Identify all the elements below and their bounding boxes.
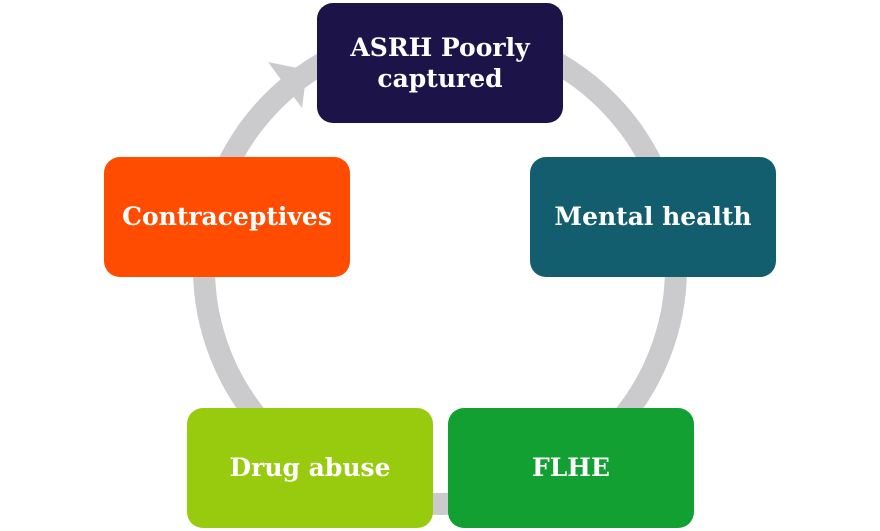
node-mental-health: Mental health (530, 157, 776, 277)
node-asrh-poorly-captured: ASRH Poorly captured (317, 3, 563, 123)
node-drug-abuse: Drug abuse (187, 408, 433, 528)
node-label-line: ASRH Poorly (350, 32, 530, 62)
node-label-line: Mental health (554, 202, 752, 232)
node-flhe: FLHE (448, 408, 694, 528)
node-label-line: Drug abuse (229, 453, 391, 483)
node-label-line: Contraceptives (122, 202, 332, 232)
node-label-line: captured (377, 64, 503, 93)
cycle-arrow-head (268, 62, 307, 108)
node-label-line: FLHE (531, 453, 610, 483)
node-contraceptives: Contraceptives (104, 157, 350, 277)
